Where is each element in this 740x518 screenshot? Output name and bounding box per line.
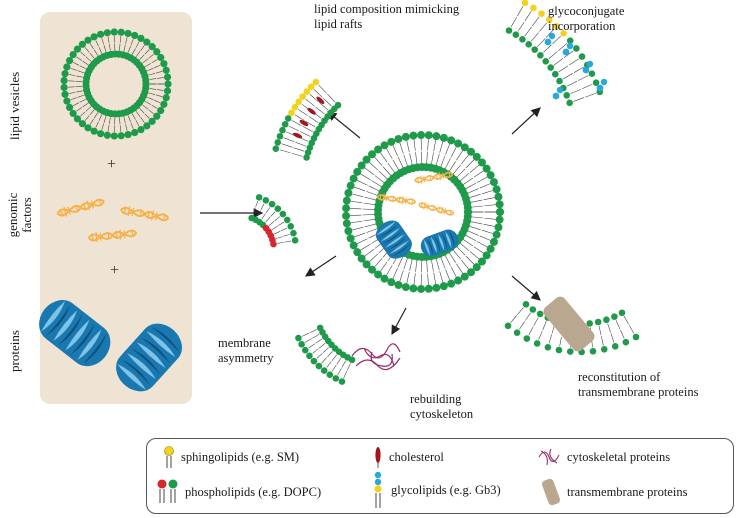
legend-glycolipids-label: glycolipids (e.g. Gb3) [391,482,501,497]
membrane-glycoconjugate [505,0,608,107]
legend: sphingolipids (e.g. SM) phospholipids (e… [146,438,734,514]
phospholipid-icon [157,479,178,503]
annotation-transmembrane: reconstitution of transmembrane proteins [578,370,699,399]
annotation-cytoskeleton: rebuilding cytoskeleton [410,392,474,421]
legend-cytoskeletal: cytoskeletal proteins [537,445,670,469]
legend-cytoskeletal-label: cytoskeletal proteins [567,449,671,464]
arrows-outward [305,107,541,336]
cytoskeletal-proteins-fragment [351,343,401,371]
legend-transmembrane-label: transmembrane proteins [567,484,688,499]
vesicle-central [342,131,504,293]
glycolipid-icon [374,471,382,508]
legend-phospholipids: phospholipids (e.g. DOPC) [157,479,321,505]
legend-glycolipids: glycolipids (e.g. Gb3) [371,471,501,509]
legend-phospholipids-label: phospholipids (e.g. DOPC) [185,484,322,499]
dna-strands-left [55,195,171,244]
cholesterol-icon [375,447,381,468]
plus-sign-2: + [110,262,120,279]
annotation-glycoconjugate: glycoconjugate incorporation [548,4,625,33]
proteins-left [30,292,191,400]
annotation-membrane-asymmetry: membrane asymmetry [218,336,274,365]
membrane-asymmetry [248,194,299,248]
annotation-lipid-rafts: lipid composition mimicking lipid rafts [314,2,460,31]
dna-strands-central [375,169,456,219]
plus-sign-1: + [107,156,117,173]
transmembrane-protein-fragment [543,296,595,352]
membrane-cytoskeleton [295,324,356,385]
transmembrane-icon [542,478,560,506]
legend-transmembrane: transmembrane proteins [541,477,687,507]
legend-sphingolipids-label: sphingolipids (e.g. SM) [181,449,300,464]
legend-cholesterol-label: cholesterol [389,449,444,464]
cytoskeletal-icon [538,448,560,466]
membrane-transmembrane [504,301,640,356]
legend-cholesterol: cholesterol [373,445,444,469]
legend-sphingolipids: sphingolipids (e.g. SM) [163,445,299,469]
sphingolipid-icon [164,446,174,468]
membrane-lipid-rafts [272,78,342,161]
vesicle-small [60,28,172,140]
